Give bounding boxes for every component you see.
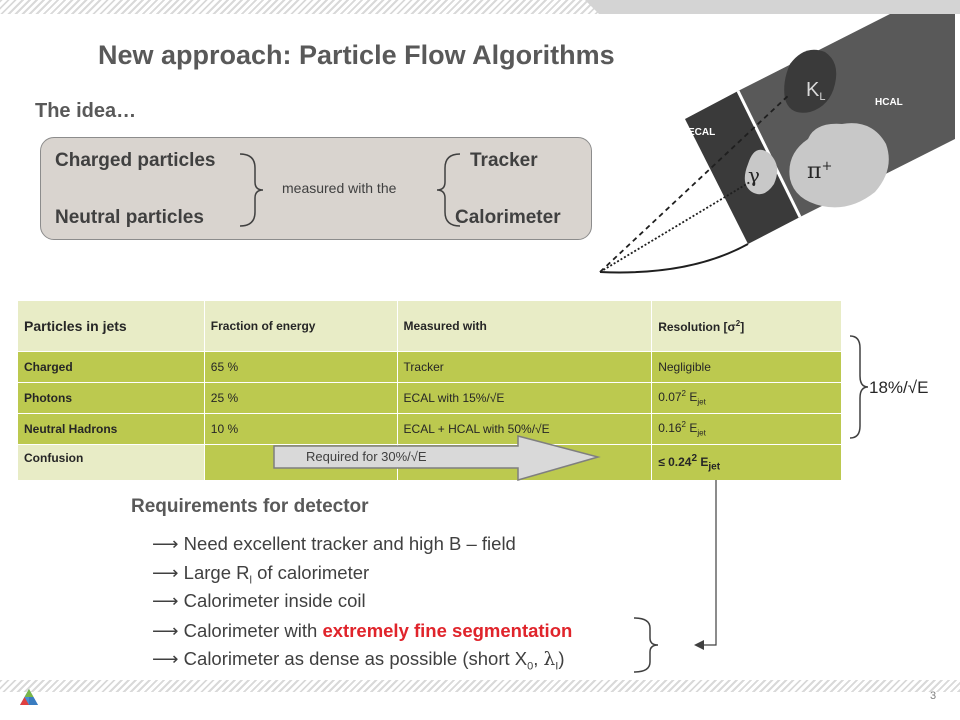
slide-title: New approach: Particle Flow Algorithms (98, 40, 615, 70)
track-kl (599, 93, 791, 273)
bottom-decor-stripe (0, 680, 960, 692)
connector-arrow (633, 480, 717, 673)
detector-front-arc (599, 243, 749, 274)
idea-braces (239, 153, 461, 227)
cell-measured: ECAL with 15%/√E (396, 382, 653, 414)
highlight-fine-segmentation: extremely fine segmentation (322, 620, 573, 641)
detector-diagram: ECAL HCAL KL γ π+ (599, 14, 955, 274)
cell-resolution: 0.072 Ejet (651, 382, 842, 414)
requirement-item: ⟶ Calorimeter with extremely fine segmen… (152, 620, 573, 641)
header-resolution: Resolution [σ2] (651, 300, 842, 352)
idea-measured-with: measured with the (282, 180, 397, 196)
ecal-label: ECAL (688, 127, 715, 138)
table-row: Charged 65 % Tracker Negligible (17, 351, 842, 383)
cell-measured: Tracker (396, 351, 653, 383)
hcal-label: HCAL (875, 97, 903, 108)
ecal-block (685, 91, 800, 244)
table-right-brace (849, 335, 869, 439)
table-header-row: Particles in jets Fraction of energy Mea… (17, 300, 842, 352)
left-brace (239, 153, 264, 227)
cell-confusion-resolution: ≤ 0.242 Ejet (651, 444, 842, 481)
pion-label: π+ (807, 159, 832, 184)
idea-calorimeter: Calorimeter (455, 207, 561, 228)
required-arrow-label: Required for 30%/√E (306, 449, 427, 464)
requirement-item: ⟶ Need excellent tracker and high B – fi… (152, 533, 516, 554)
cell-particle: Photons (17, 382, 205, 414)
cell-particle: Charged (17, 351, 205, 383)
cell-resolution: 0.162 Ejet (651, 413, 842, 445)
header-fraction: Fraction of energy (203, 300, 398, 352)
idea-box (40, 137, 592, 240)
gamma-shower (744, 149, 778, 195)
kl-shower (784, 49, 837, 113)
cell-confusion: Confusion (17, 444, 205, 481)
top-decor-tab (585, 0, 960, 14)
idea-heading: The idea… (35, 100, 137, 122)
requirement-item: ⟶ Calorimeter as dense as possible (shor… (152, 648, 565, 673)
idea-charged-particles: Charged particles (55, 150, 216, 171)
required-arrow (273, 435, 601, 481)
cell-resolution: Negligible (651, 351, 842, 383)
req-brace (633, 617, 659, 673)
requirements-heading: Requirements for detector (131, 496, 369, 517)
requirement-item: ⟶ Calorimeter inside coil (152, 590, 366, 611)
idea-tracker: Tracker (470, 150, 538, 171)
total-resolution: 18%/√E (869, 378, 929, 397)
page-number: 3 (930, 690, 937, 702)
pion-shower (789, 123, 889, 208)
kl-label: KL (806, 79, 825, 103)
header-particles: Particles in jets (17, 300, 205, 352)
header-measured: Measured with (396, 300, 653, 352)
cell-fraction: 65 % (203, 351, 398, 383)
idea-neutral-particles: Neutral particles (55, 207, 204, 228)
right-brace (436, 153, 461, 227)
track-gamma (599, 181, 751, 273)
cell-particle: Neutral Hadrons (17, 413, 205, 445)
gamma-label: γ (748, 163, 760, 187)
lab-logo-icon (20, 689, 38, 705)
table-row: Photons 25 % ECAL with 15%/√E 0.072 Ejet (17, 382, 842, 414)
cell-fraction: 25 % (203, 382, 398, 414)
requirement-item: ⟶ Large Rl of calorimeter (152, 562, 370, 587)
